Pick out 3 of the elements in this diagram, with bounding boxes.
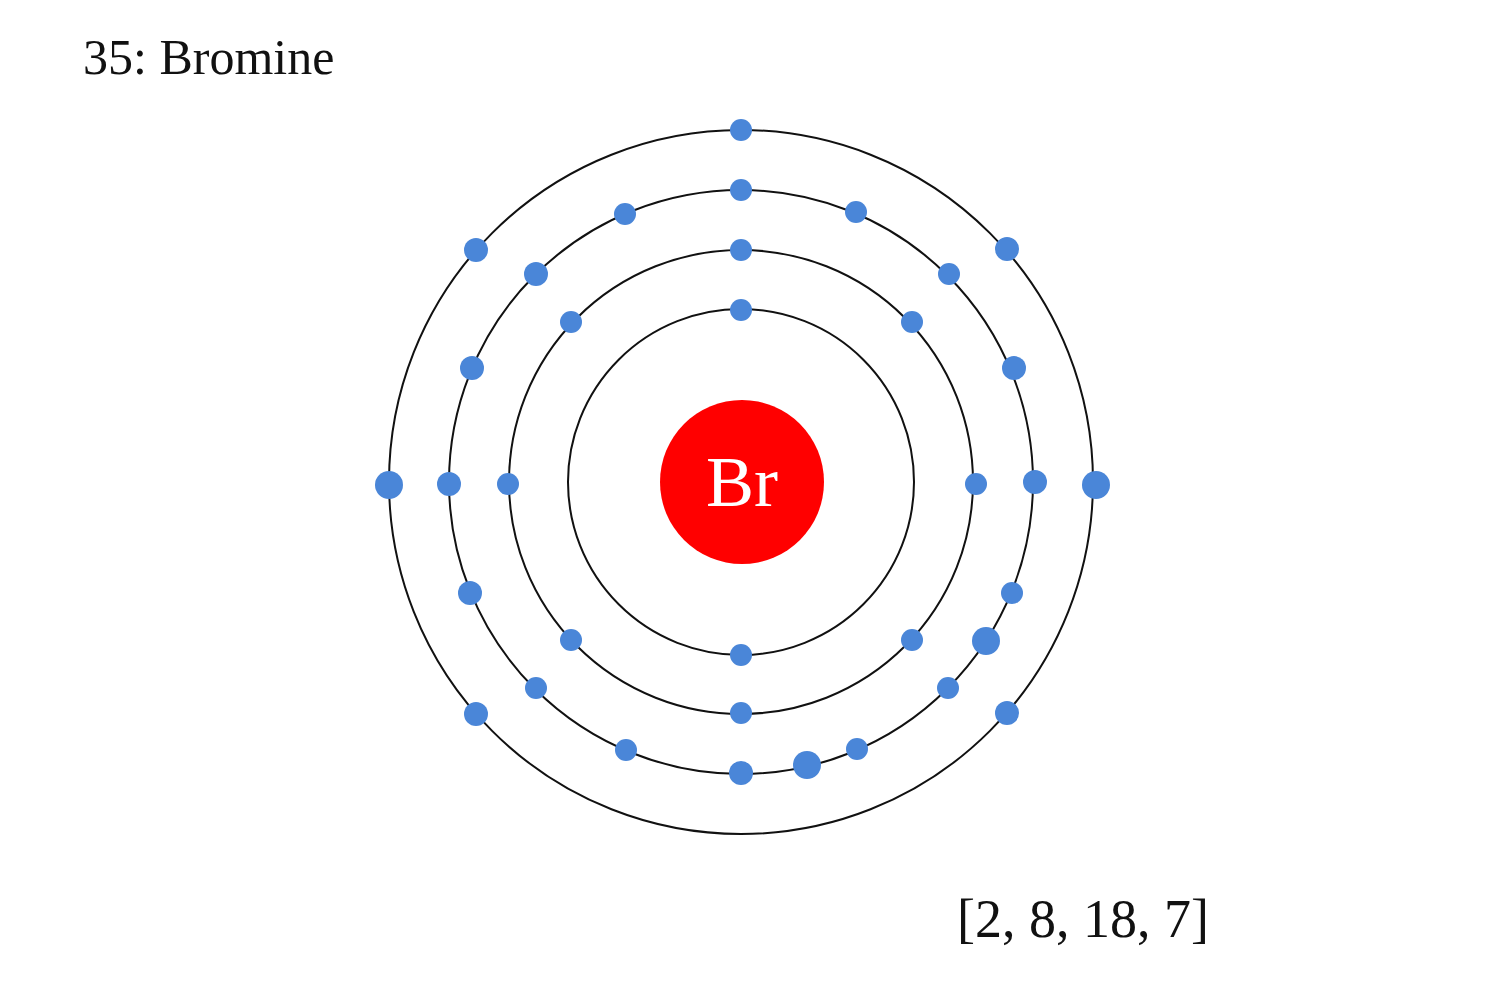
electron-configuration: [2, 8, 18, 7] (957, 888, 1209, 950)
nucleus-circle: Br (660, 400, 824, 564)
title: 35: Bromine (83, 28, 335, 86)
